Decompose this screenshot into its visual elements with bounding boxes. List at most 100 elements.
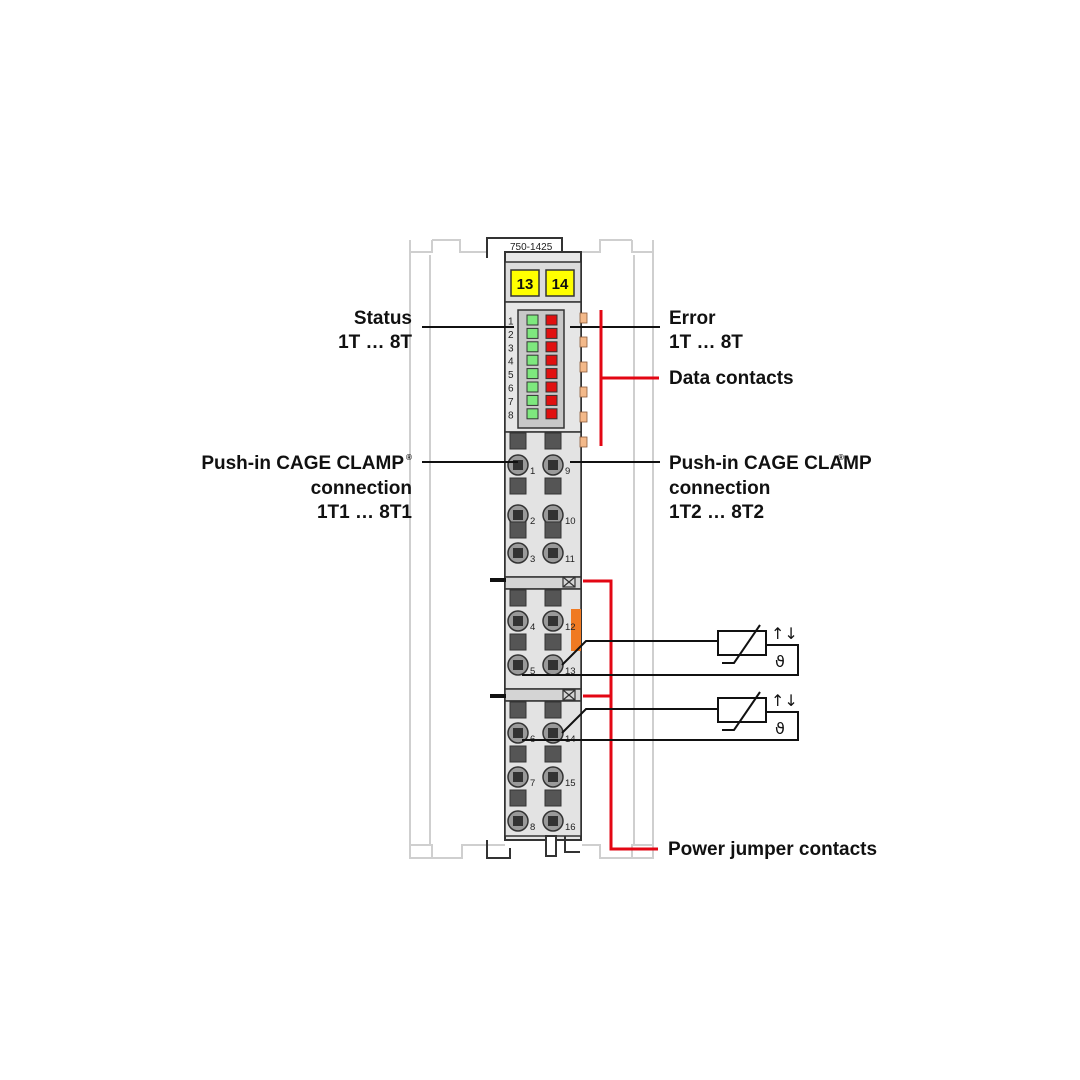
data-contact-pad [579, 386, 588, 398]
status-led [526, 341, 539, 353]
status-led [526, 314, 539, 326]
jumper-slot-upper [562, 576, 576, 588]
clamp-contact [513, 510, 523, 520]
push-button-slot [544, 633, 562, 651]
temperature-theta-icon: ϑ [775, 652, 785, 671]
data-contact-pad [579, 312, 588, 324]
clamp-contact [548, 728, 558, 738]
led-number: 5 [508, 370, 514, 381]
svg-text:connection: connection [669, 478, 770, 499]
push-button-slot [509, 701, 527, 719]
status-led [526, 368, 539, 380]
clamp-contact [513, 616, 523, 626]
error-led [545, 381, 558, 393]
callout-status: Status 1T … 8T [338, 308, 412, 353]
terminal-number: 10 [565, 516, 576, 527]
clamp-contact [513, 460, 523, 470]
terminal-number: 1 [530, 466, 535, 477]
clamp-contact [513, 548, 523, 558]
push-button-slot [509, 432, 527, 450]
terminal-number: 11 [565, 554, 575, 565]
led-number: 8 [508, 410, 514, 421]
led-number: 6 [508, 384, 514, 395]
jumper-slot-lower [562, 689, 576, 701]
data-contact-pad [579, 436, 588, 448]
clamp-contact [548, 548, 558, 558]
callout-error: Error 1T … 8T [669, 308, 743, 353]
push-button-slot [544, 432, 562, 450]
push-button-slot [544, 521, 562, 539]
led-number: 1 [508, 317, 514, 328]
push-button-slot [544, 477, 562, 495]
status-led [526, 394, 539, 406]
callout-push-in-left: Push-in CAGE CLAMP ® connection 1T1 … 8T… [201, 453, 412, 523]
push-button-slot [544, 701, 562, 719]
marker-14: 14 [545, 269, 575, 297]
clamp-contact [548, 660, 558, 670]
terminal-number: 8 [530, 822, 535, 833]
push-button-slot [509, 521, 527, 539]
error-led [545, 341, 558, 353]
led-number: 7 [508, 397, 514, 408]
push-button-slot [544, 745, 562, 763]
svg-text:1T2 … 8T2: 1T2 … 8T2 [669, 502, 764, 523]
svg-text:13: 13 [517, 276, 534, 293]
status-led [526, 381, 539, 393]
terminal-number: 15 [565, 778, 576, 789]
push-button-slot [509, 589, 527, 607]
sensor-wiring [522, 640, 799, 741]
svg-text:1T1 … 8T1: 1T1 … 8T1 [317, 502, 412, 523]
clamp-contact [548, 772, 558, 782]
svg-text:connection: connection [311, 478, 412, 499]
terminal-number: 9 [565, 466, 570, 477]
svg-text:1T … 8T: 1T … 8T [338, 332, 412, 353]
data-contact-pad [579, 411, 588, 423]
rtd-sensor-2: ↑↓ ϑ [717, 691, 798, 738]
clamp-contact [548, 460, 558, 470]
svg-text:14: 14 [552, 276, 569, 293]
neighbour-module-outline [409, 239, 654, 859]
terminal-number: 7 [530, 778, 535, 789]
terminal-number: 12 [565, 622, 576, 633]
push-button-slot [509, 745, 527, 763]
jumper-orange-marker [571, 609, 581, 651]
callout-power-jumper: Power jumper contacts [668, 839, 877, 860]
clamp-contact [548, 816, 558, 826]
callout-data-contacts: Data contacts [669, 368, 794, 389]
terminal-number: 16 [565, 822, 576, 833]
status-led [526, 354, 539, 366]
data-contact-pad [579, 336, 588, 348]
svg-text:Status: Status [354, 308, 412, 329]
bidirectional-arrows-icon: ↑↓ [771, 691, 798, 710]
bidirectional-arrows-icon: ↑↓ [771, 624, 798, 643]
data-contact-pads [579, 312, 588, 448]
push-button-slot [509, 633, 527, 651]
data-contact-pad [579, 361, 588, 373]
clamp-contact [513, 816, 523, 826]
terminal-number: 4 [530, 622, 535, 633]
push-button-slot [544, 789, 562, 807]
svg-text:Error: Error [669, 308, 716, 329]
push-button-slot [509, 789, 527, 807]
svg-text:1T … 8T: 1T … 8T [669, 332, 743, 353]
error-led [545, 354, 558, 366]
terminal-number: 5 [530, 666, 535, 677]
clamp-contact [513, 772, 523, 782]
push-button-slot [544, 589, 562, 607]
svg-text:Push-in CAGE CLAMP: Push-in CAGE CLAMP [669, 453, 872, 474]
led-number: 4 [508, 357, 514, 368]
clamp-contact [513, 660, 523, 670]
model-number: 750-1425 [510, 242, 553, 253]
terminal-number: 3 [530, 554, 535, 565]
clamp-contact [548, 510, 558, 520]
rtd-sensor-1: ↑↓ ϑ [717, 624, 798, 671]
led-number: 3 [508, 343, 514, 354]
svg-text:Push-in CAGE CLAMP: Push-in CAGE CLAMP [201, 453, 404, 474]
svg-text:®: ® [406, 453, 412, 462]
terminal-number: 13 [565, 666, 576, 677]
error-led [545, 394, 558, 406]
status-led [526, 408, 539, 420]
